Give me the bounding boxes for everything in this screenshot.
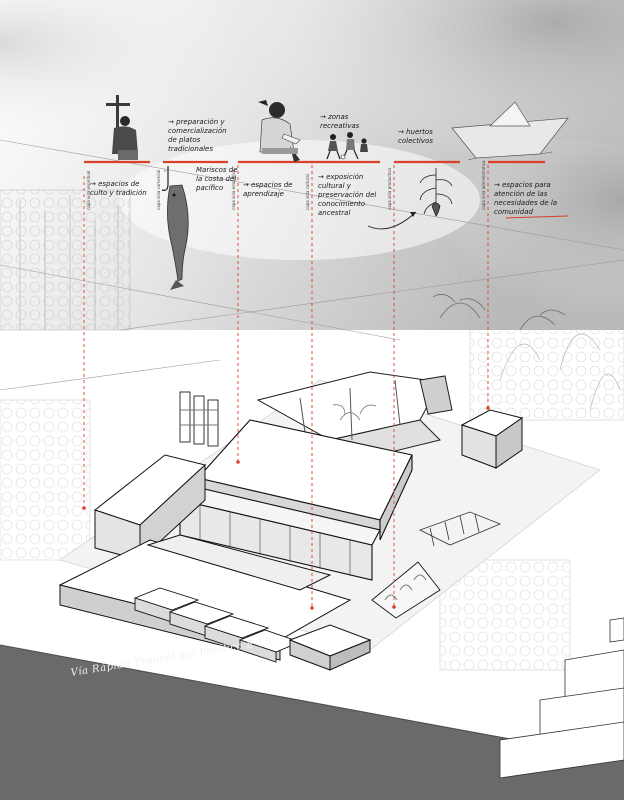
chimneys (179, 391, 219, 447)
market-stalls (133, 587, 302, 663)
layer-label-cultural: capa vida cultural (305, 174, 310, 210)
note-administrative: → espacios para atención de las necesida… (494, 181, 558, 216)
layer-label-productive: capa vida productiva (387, 168, 392, 210)
layer-connectors (83, 165, 489, 608)
banana-plant-icon (419, 168, 453, 217)
courtyard-palms (332, 294, 566, 421)
garden-plot (371, 561, 441, 619)
comunidad-underline (505, 215, 569, 219)
child-reading-icon (258, 100, 301, 162)
spiritual-figure-icon (106, 95, 138, 160)
note-fish: Mariscos de la costa del pacífico (196, 166, 238, 192)
paper-boat-icon (451, 101, 569, 161)
layer-label-commercial: capa vida comercial (156, 169, 161, 210)
layer-label-administrative: capa vida administrativa (481, 160, 486, 210)
fish-hook-icon (161, 166, 189, 290)
pergola (418, 511, 502, 547)
front-kiosk (288, 624, 372, 671)
note-commercial: → preparación y comercialización de plat… (168, 118, 227, 153)
note-productive: → huertos colectivos (398, 128, 433, 145)
kids-playing-icon (326, 132, 368, 160)
admin-building (460, 409, 524, 469)
note-cultural-zones: → zonas recreativas (320, 113, 360, 130)
main-hall (178, 419, 413, 581)
curved-arrow-icon (367, 211, 417, 230)
note-cultural-exposition: → exposición cultural y preservación del… (318, 173, 377, 217)
adjacent-blocks (499, 617, 624, 779)
connector-endpoints (82, 406, 490, 610)
note-spiritual: → espacios de culto y tradición (90, 180, 147, 197)
note-educational: → espacios de aprendizaje (243, 181, 293, 198)
